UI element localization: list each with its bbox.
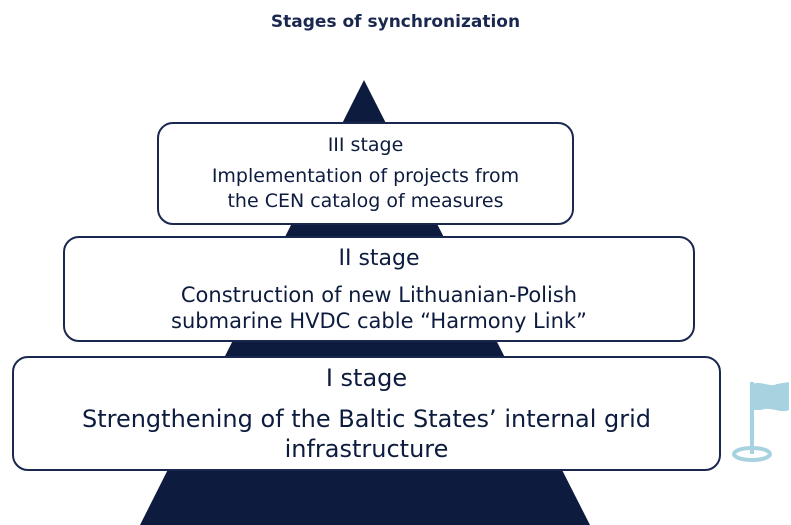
stage-2-label: II stage [338,246,420,271]
stage-1-description: Strengthening of the Baltic States’ inte… [81,405,652,463]
stage-2-box: II stage Construction of new Lithuanian-… [63,236,695,342]
diagram-title: Stages of synchronization [270,12,521,32]
flag-icon [732,382,789,462]
stage-1-label: I stage [325,364,408,392]
stage-1-box: I stage Strengthening of the Baltic Stat… [12,356,721,471]
stage-3-box: III stage Implementation of projects fro… [157,122,574,225]
stage-3-label: III stage [327,134,404,156]
